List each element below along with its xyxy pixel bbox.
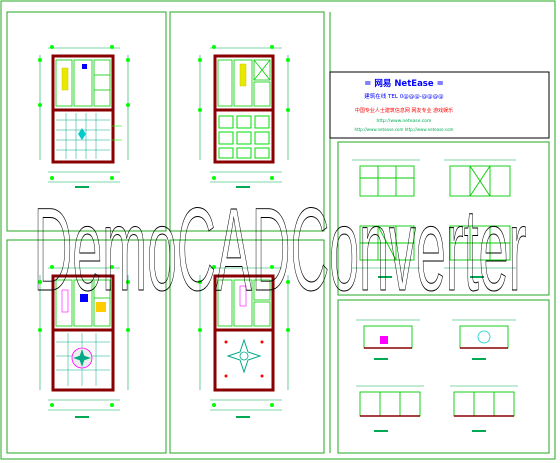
floor-plan-top-middle (198, 45, 290, 188)
title-block: = 网易 NetEase = 建筑在线 TEL 0@@@-@@@@ 中国专业人士… (329, 71, 550, 139)
panel-right-lower (337, 299, 550, 454)
title-line-2: 建筑在线 TEL 0@@@-@@@@ (364, 92, 444, 100)
panel-bottom-left (6, 239, 167, 454)
panel-top-left (6, 11, 167, 232)
elevations-lower (356, 319, 518, 432)
panel-bottom-middle (169, 239, 325, 454)
title-line-4: http://www.netease.com (377, 118, 432, 124)
floor-plan-top-left (38, 45, 130, 188)
title-headline: = 网易 NetEase = (364, 78, 443, 89)
panel-frames (6, 11, 550, 454)
title-line-5: http://www.netease.com http://www.neteas… (355, 127, 454, 132)
panel-top-middle (169, 11, 325, 232)
title-line-3: 中国专业人士建筑信息网 网友专业 游戏娱乐 (355, 107, 453, 114)
panel-right-upper (337, 141, 550, 296)
floor-plan-bottom-middle (198, 265, 290, 418)
floor-plan-bottom-left (38, 265, 130, 418)
elevations-upper (352, 159, 516, 278)
watermark-text: DemoCADConverter (34, 184, 527, 316)
